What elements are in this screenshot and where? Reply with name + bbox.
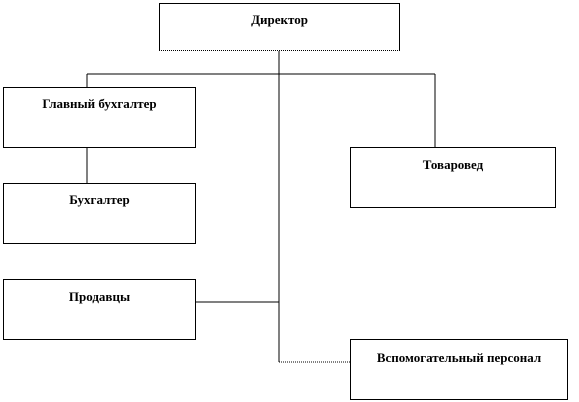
chief-accountant-box: Главный бухгалтер — [3, 87, 196, 148]
accountant-label: Бухгалтер — [69, 192, 130, 207]
merchandiser-label: Товаровед — [422, 157, 484, 172]
support-staff-box: Вспомогательный персонал — [350, 339, 568, 400]
support-staff-label: Вспомогательный персонал — [376, 350, 542, 365]
merchandiser-box: Товаровед — [350, 147, 556, 208]
sellers-label: Продавцы — [68, 289, 131, 304]
accountant-box: Бухгалтер — [3, 183, 196, 244]
director-box: Директор — [159, 3, 400, 51]
chief-accountant-label: Главный бухгалтер — [42, 96, 157, 111]
director-label: Директор — [251, 12, 308, 27]
sellers-box: Продавцы — [3, 279, 196, 340]
